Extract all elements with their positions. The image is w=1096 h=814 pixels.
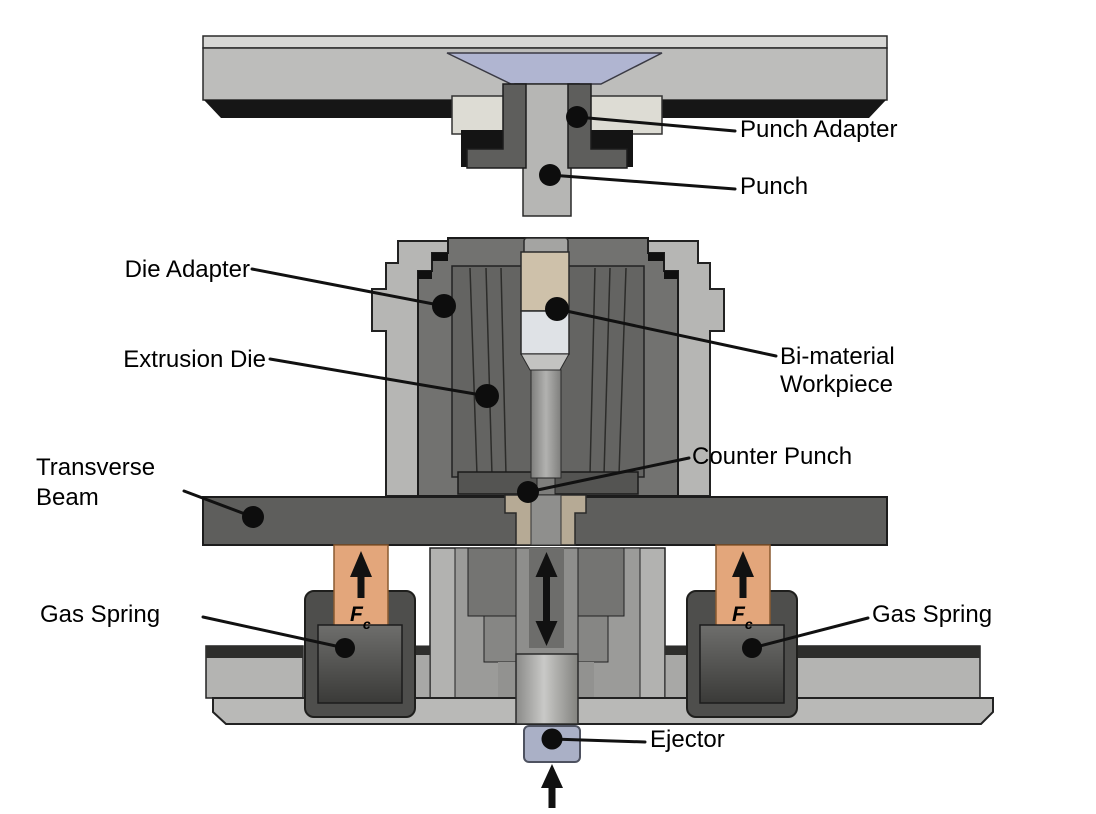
dot-ejector xyxy=(541,728,563,750)
base-block-right-edge xyxy=(797,646,980,658)
counter-punch-label: Counter Punch xyxy=(692,443,852,470)
leader-transverse-beam xyxy=(182,489,255,519)
die-seam-lines xyxy=(469,267,627,476)
leader-punch xyxy=(548,173,737,191)
leader-gas-spring-left xyxy=(201,615,347,650)
bi-material-label-line1: Bi-material xyxy=(780,343,895,370)
dot-transverse-beam xyxy=(242,506,264,528)
gas-spring-left-piston xyxy=(317,624,403,704)
counter-punch-upper-rod xyxy=(530,369,562,479)
dot-extrusion-die xyxy=(475,384,499,408)
base-assembly xyxy=(205,645,994,725)
die-step-seam-1 xyxy=(432,253,448,261)
gas-spring-left-group: Fc xyxy=(304,544,416,718)
ram-top-strip xyxy=(202,35,888,49)
counter-punch-lower-rod xyxy=(515,653,579,725)
punch-label: Punch xyxy=(740,173,808,200)
ejector-label: Ejector xyxy=(650,726,725,753)
transverse-beam-label-line1: Transverse xyxy=(36,454,155,481)
gas-spring-right-piston xyxy=(699,624,785,704)
dot-gas-spring-right xyxy=(742,638,762,658)
leader-workpiece xyxy=(555,307,778,358)
force-label-right: Fc xyxy=(732,603,753,632)
gas-spring-right-label: Gas Spring xyxy=(872,601,992,628)
punch-adapter-jaw-right xyxy=(567,83,628,169)
leader-ejector xyxy=(550,737,647,744)
gas-spring-left-label: Gas Spring xyxy=(40,601,160,628)
ejector-force-arrow-icon xyxy=(541,764,563,808)
force-label-left: Fc xyxy=(350,603,371,632)
counter-punch-mid-rod xyxy=(530,494,562,546)
leader-gas-spring-right xyxy=(750,616,870,650)
dot-gas-spring-left xyxy=(335,638,355,658)
callout-dots xyxy=(242,106,762,750)
punch-adapter-jaw-left xyxy=(466,83,527,169)
die-step-seam-2 xyxy=(648,253,664,261)
punch-holder-plate xyxy=(446,52,663,85)
leader-lines xyxy=(182,115,870,744)
press-ram-assembly xyxy=(202,35,888,217)
die-step-seam-4 xyxy=(664,271,678,279)
transverse-beam-group xyxy=(202,494,888,546)
base-block-left-edge xyxy=(206,646,303,658)
gas-spring-right-group: Fc xyxy=(686,544,798,718)
leader-extrusion-die xyxy=(268,357,489,398)
die-adapter-label: Die Adapter xyxy=(125,256,250,283)
die-assembly xyxy=(371,237,725,497)
dot-die-adapter xyxy=(432,294,456,318)
punch-adapter-label: Punch Adapter xyxy=(740,116,897,143)
bi-material-label-line2: Workpiece xyxy=(780,371,893,398)
base-block-inner-right-edge xyxy=(665,646,687,655)
die-step-seam-3 xyxy=(418,271,432,279)
extrusion-die-label: Extrusion Die xyxy=(123,346,266,373)
dot-punch-adapter xyxy=(566,106,588,128)
dot-punch xyxy=(539,164,561,186)
dot-counter-punch xyxy=(517,481,539,503)
dot-workpiece xyxy=(545,297,569,321)
leader-die-adapter xyxy=(250,267,446,308)
transverse-beam-label-line2: Beam xyxy=(36,484,99,511)
force-arrow-up-left-icon xyxy=(350,551,372,598)
force-arrow-up-right-icon xyxy=(732,551,754,598)
base-block-inner-left-edge xyxy=(413,646,430,655)
die-throat xyxy=(520,353,570,371)
counter-punch-motion-arrow-icon xyxy=(535,552,558,646)
leader-counter-punch xyxy=(526,456,691,494)
leader-punch-adapter xyxy=(575,115,737,133)
labels: Punch Adapter Punch Die Adapter Extrusio… xyxy=(36,116,992,753)
